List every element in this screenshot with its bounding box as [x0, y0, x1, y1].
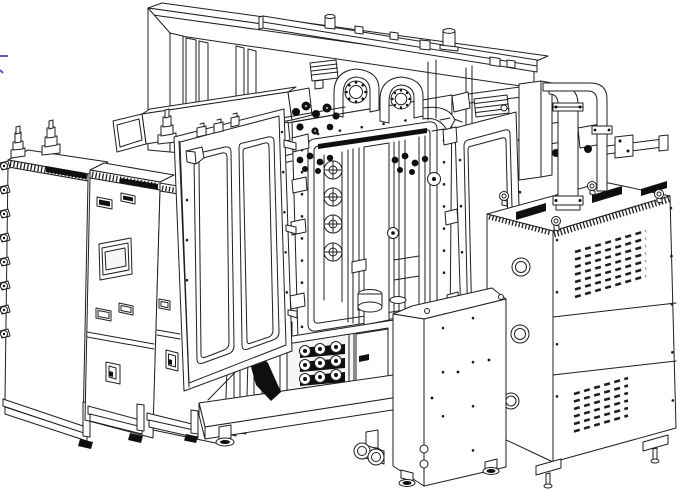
- leveling-foot: [535, 458, 562, 489]
- cabinet-side-connectors: [0, 160, 11, 339]
- door-latch: [105, 361, 121, 385]
- substrate-fans: [323, 160, 343, 262]
- chamber-interior: [323, 135, 426, 326]
- cooling-pipes: [542, 82, 669, 211]
- vent-grille-top: [574, 229, 647, 299]
- door-window-frame: [238, 136, 280, 350]
- vent-grille-bottom: [573, 376, 629, 433]
- valve-cluster: [296, 152, 334, 174]
- lifting-eyebolts: [499, 181, 664, 232]
- pump-cabinet: [353, 287, 507, 487]
- valve-cluster: [281, 101, 346, 135]
- leveling-foot: [398, 469, 416, 487]
- monorail: [258, 14, 538, 73]
- leveling-foot: [482, 458, 500, 475]
- leveling-foot: [642, 434, 669, 464]
- overhead-box-beam: [112, 86, 313, 153]
- side-portholes: [502, 257, 531, 410]
- touch-panel: [98, 237, 133, 281]
- insulator-stacks: [10, 108, 177, 159]
- annotation-marks: [0, 55, 8, 74]
- power-cabinet: [480, 181, 677, 489]
- connector-knob: [0, 160, 11, 171]
- chamber-door-left: [173, 108, 298, 392]
- valve-cluster: [391, 152, 429, 175]
- leveling-foot: [215, 424, 235, 447]
- gantry-right-post: [518, 80, 553, 181]
- door-latch: [165, 349, 179, 372]
- control-cabinet-1: [2, 149, 109, 449]
- control-cabinet-2: [84, 162, 175, 443]
- hose-connectors: [353, 442, 385, 466]
